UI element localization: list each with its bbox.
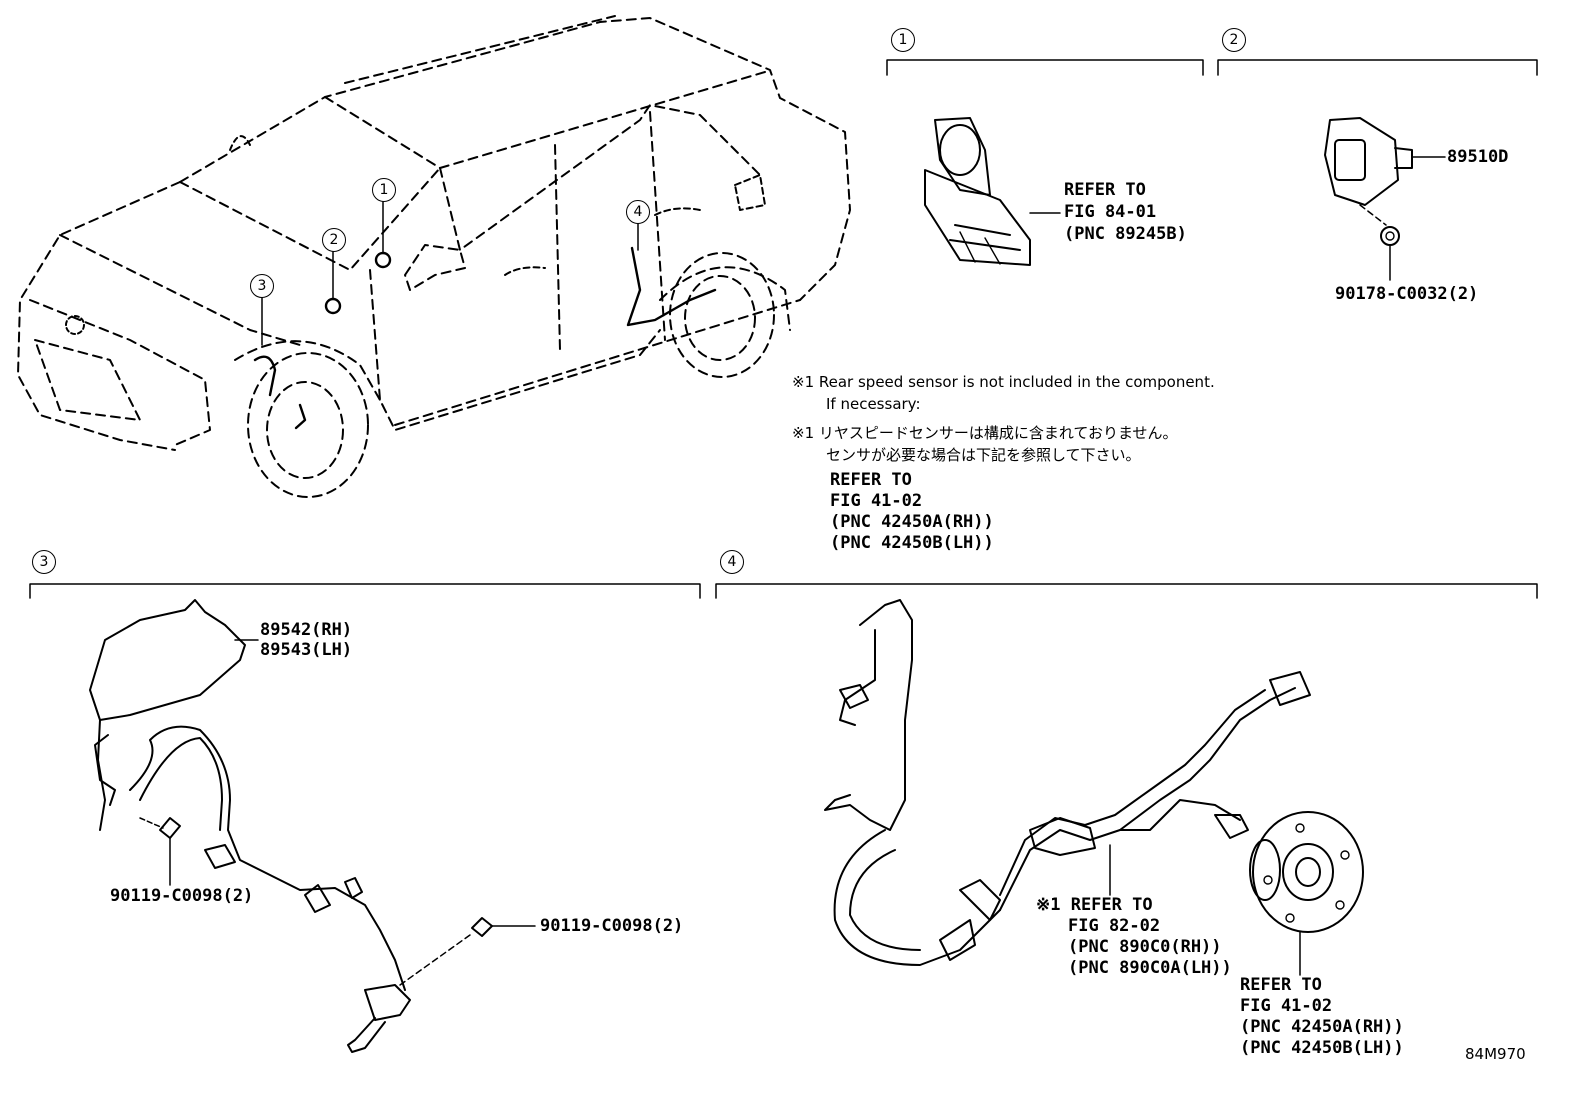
- section4-component: [824, 599, 1364, 976]
- section1-ref-1: REFER TO: [1064, 180, 1146, 200]
- section3-component: [89, 599, 536, 1053]
- callout-3: 3: [250, 274, 274, 298]
- part-90119-c0098-right: 90119-C0098(2): [540, 916, 684, 936]
- section2-component: [1324, 117, 1446, 281]
- note-en-2: If necessary:: [826, 395, 921, 413]
- note-ref-2: FIG 41-02: [830, 491, 923, 511]
- harness-ref-3: (PNC 890C0(RH)): [1068, 937, 1222, 957]
- hub-ref-3: (PNC 42450A(RH)): [1240, 1017, 1404, 1037]
- note-ref-1: REFER TO: [830, 470, 912, 490]
- harness-ref-4: (PNC 890C0A(LH)): [1068, 958, 1232, 978]
- section-2-marker: 2: [1222, 28, 1246, 52]
- part-89543-lh: 89543(LH): [260, 640, 353, 660]
- callout-1: 1: [372, 178, 396, 202]
- section1-ref-3: (PNC 89245B): [1064, 224, 1187, 244]
- part-89510d: 89510D: [1447, 147, 1509, 167]
- callout-2: 2: [322, 228, 346, 252]
- harness-ref-2: FIG 82-02: [1068, 916, 1161, 936]
- note-en-1: ※1 Rear speed sensor is not included in …: [792, 373, 1215, 391]
- part-90178-c0032: 90178-C0032(2): [1335, 284, 1479, 304]
- section-3-marker: 3: [32, 550, 56, 574]
- hub-ref-1: REFER TO: [1240, 975, 1322, 995]
- section1-component: [924, 117, 1061, 266]
- note-jp-2: センサが必要な場合は下記を参照して下さい。: [826, 446, 1141, 464]
- section-4-marker: 4: [720, 550, 744, 574]
- note-ref-4: (PNC 42450B(LH)): [830, 533, 994, 553]
- part-89542-rh: 89542(RH): [260, 620, 353, 640]
- section1-ref-2: FIG 84-01: [1064, 202, 1157, 222]
- section-1-marker: 1: [891, 28, 915, 52]
- vehicle-illustration: [17, 15, 851, 498]
- section-brackets: [29, 59, 1538, 599]
- note-jp-1: ※1 リヤスピードセンサーは構成に含まれておりません。: [792, 424, 1178, 442]
- part-90119-c0098-left: 90119-C0098(2): [110, 886, 254, 906]
- harness-ref-1: ※1 REFER TO: [1036, 895, 1153, 915]
- callout-4: 4: [626, 200, 650, 224]
- note-ref-3: (PNC 42450A(RH)): [830, 512, 994, 532]
- hub-ref-4: (PNC 42450B(LH)): [1240, 1038, 1404, 1058]
- figure-id: 84M970: [1465, 1045, 1526, 1063]
- hub-ref-2: FIG 41-02: [1240, 996, 1333, 1016]
